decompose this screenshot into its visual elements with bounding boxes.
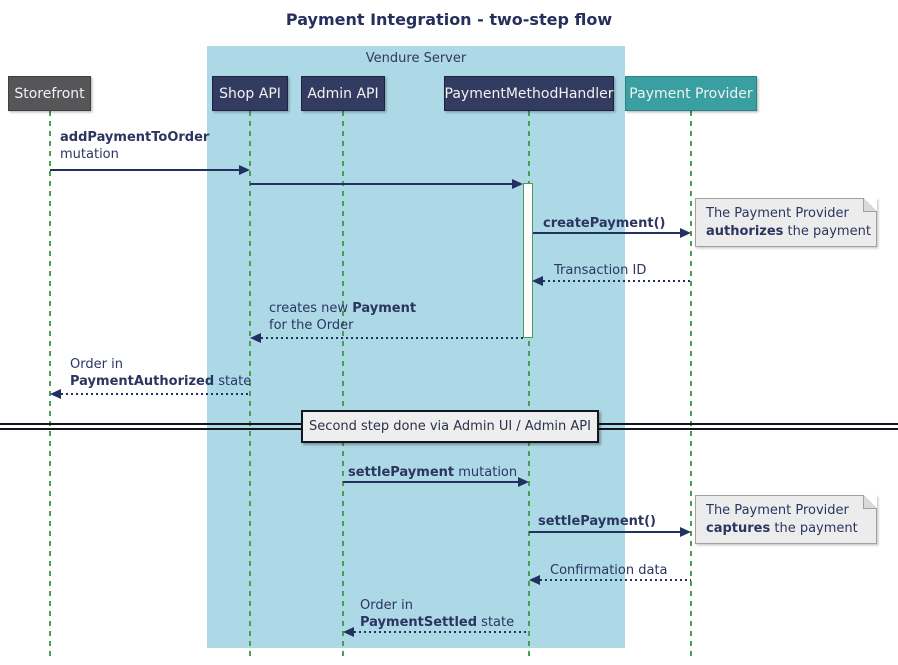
arrow-head-icon	[529, 575, 540, 585]
message-arrow-3	[533, 232, 680, 234]
message-arrow-7	[343, 481, 518, 483]
frame-label: Vendure Server	[365, 51, 467, 66]
divider-label: Second step done via Admin UI / Admin AP…	[309, 419, 591, 434]
message-arrow-6	[61, 393, 250, 395]
participant-label: PaymentMethodHandler	[444, 85, 614, 102]
message-arrow-2	[250, 183, 512, 185]
arrow-head-icon	[680, 527, 691, 537]
message-label-7: settlePayment mutation	[348, 465, 518, 480]
note-fold-icon	[863, 495, 877, 509]
note-authorize: The Payment Provider authorizes the paym…	[695, 198, 877, 247]
message-label-6: Order in PaymentAuthorized state	[70, 357, 252, 389]
message-arrow-4	[543, 280, 691, 282]
message-arrow-8	[529, 531, 680, 533]
message-label-1: addPaymentToOrder mutation	[60, 130, 210, 162]
arrow-head-icon	[680, 228, 691, 238]
lifeline-admin-api	[342, 111, 344, 658]
divider-box: Second step done via Admin UI / Admin AP…	[301, 410, 599, 443]
participant-payment-provider: Payment Provider	[625, 76, 757, 111]
message-arrow-5	[261, 337, 523, 339]
arrow-head-icon	[50, 389, 61, 399]
message-label-5: creates new Payment for the Order	[269, 301, 417, 333]
message-label-10: Order in PaymentSettled state	[360, 598, 515, 630]
lifeline-payment-provider	[690, 111, 692, 658]
arrow-head-icon	[532, 276, 543, 286]
diagram-title: Payment Integration - two-step flow	[285, 10, 613, 29]
message-label-4: Transaction ID	[554, 263, 647, 278]
participant-label: Admin API	[307, 85, 379, 102]
lifeline-storefront	[49, 111, 51, 658]
message-arrow-9	[540, 579, 691, 581]
participant-label: Payment Provider	[629, 85, 753, 102]
participant-label: Storefront	[14, 85, 85, 102]
participant-admin-api: Admin API	[301, 76, 385, 111]
message-arrow-1	[50, 169, 239, 171]
vendure-server-frame	[207, 46, 625, 648]
participant-label: Shop API	[219, 85, 281, 102]
lifeline-payment-method-handler	[528, 111, 530, 658]
arrow-head-icon	[239, 165, 250, 175]
participant-shop-api: Shop API	[212, 76, 288, 111]
message-label-3: createPayment()	[543, 216, 666, 231]
participant-payment-method-handler: PaymentMethodHandler	[444, 76, 614, 111]
message-label-9: Confirmation data	[550, 563, 668, 578]
note-capture: The Payment Provider captures the paymen…	[695, 495, 877, 544]
note-fold-icon	[863, 198, 877, 212]
arrow-head-icon	[343, 627, 354, 637]
activation-bar	[523, 183, 533, 338]
arrow-head-icon	[518, 477, 529, 487]
arrow-head-icon	[512, 179, 523, 189]
participant-storefront: Storefront	[8, 76, 91, 111]
arrow-head-icon	[250, 333, 261, 343]
message-arrow-10	[354, 631, 529, 633]
lifeline-shop-api	[249, 111, 251, 658]
message-label-8: settlePayment()	[538, 514, 656, 529]
